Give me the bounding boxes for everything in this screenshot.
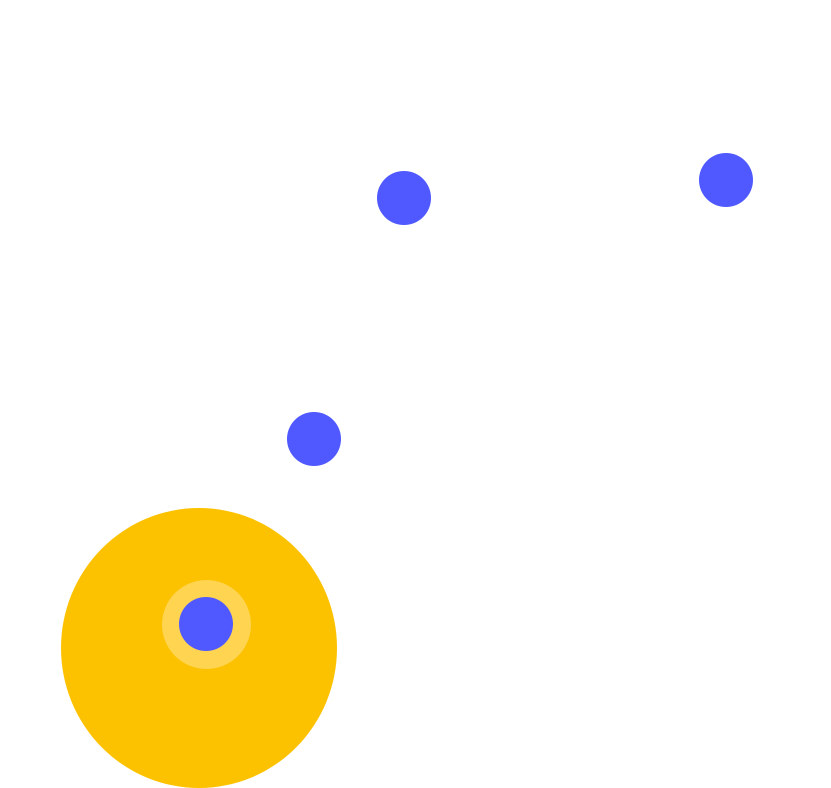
player-dot[interactable]	[179, 597, 233, 651]
game-dot-2[interactable]	[699, 153, 753, 207]
game-dot-1[interactable]	[377, 171, 431, 225]
game-dot-3[interactable]	[287, 412, 341, 466]
